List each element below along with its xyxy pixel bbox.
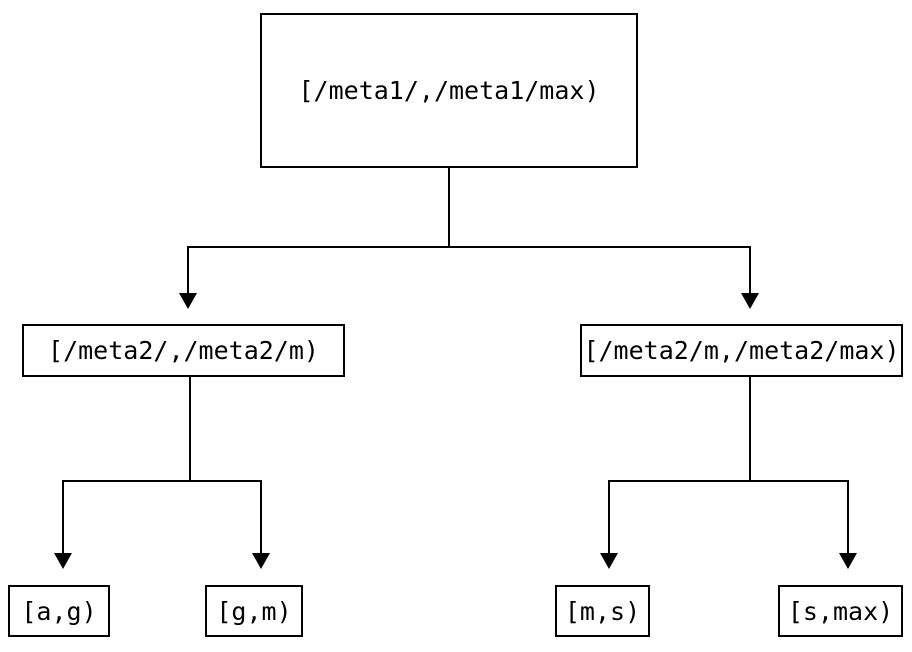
node-leaf-ms: [m,s) xyxy=(555,585,650,637)
arrow-down-icon xyxy=(252,553,270,569)
connector-to-leaf-smax-drop xyxy=(847,480,849,553)
connector-to-leaf-gm-drop xyxy=(260,480,262,553)
connector-to-leaf-ms-drop xyxy=(608,480,610,553)
connector-to-leaf-ag-drop xyxy=(62,480,64,553)
arrow-down-icon xyxy=(54,553,72,569)
arrow-down-icon xyxy=(741,293,759,309)
arrow-down-icon xyxy=(839,553,857,569)
connector-meta2-right-stem xyxy=(749,377,751,481)
node-leaf-smax-label: [s,max) xyxy=(787,596,894,626)
connector-root-to-left-drop xyxy=(187,246,189,293)
node-meta2-right: [/meta2/m,/meta2/max) xyxy=(580,324,903,377)
connector-root-stem xyxy=(448,168,450,247)
node-root: [/meta1/,/meta1/max) xyxy=(260,13,638,168)
node-meta2-left: [/meta2/,/meta2/m) xyxy=(22,324,345,377)
node-leaf-gm: [g,m) xyxy=(205,585,303,637)
node-meta2-left-label: [/meta2/,/meta2/m) xyxy=(48,336,319,365)
connector-right-crossbar xyxy=(608,480,848,482)
connector-level1-crossbar xyxy=(187,246,750,248)
connector-meta2-left-stem xyxy=(189,377,191,481)
node-leaf-smax: [s,max) xyxy=(778,585,903,637)
node-meta2-right-label: [/meta2/m,/meta2/max) xyxy=(583,336,900,365)
connector-left-crossbar xyxy=(62,480,261,482)
node-leaf-ag-label: [a,g) xyxy=(21,596,97,626)
arrow-down-icon xyxy=(600,553,618,569)
node-leaf-ms-label: [m,s) xyxy=(564,596,641,626)
connector-root-to-right-drop xyxy=(749,246,751,293)
node-leaf-ag: [a,g) xyxy=(8,585,110,637)
node-root-label: [/meta1/,/meta1/max) xyxy=(298,76,600,105)
node-leaf-gm-label: [g,m) xyxy=(216,596,292,626)
arrow-down-icon xyxy=(179,293,197,309)
